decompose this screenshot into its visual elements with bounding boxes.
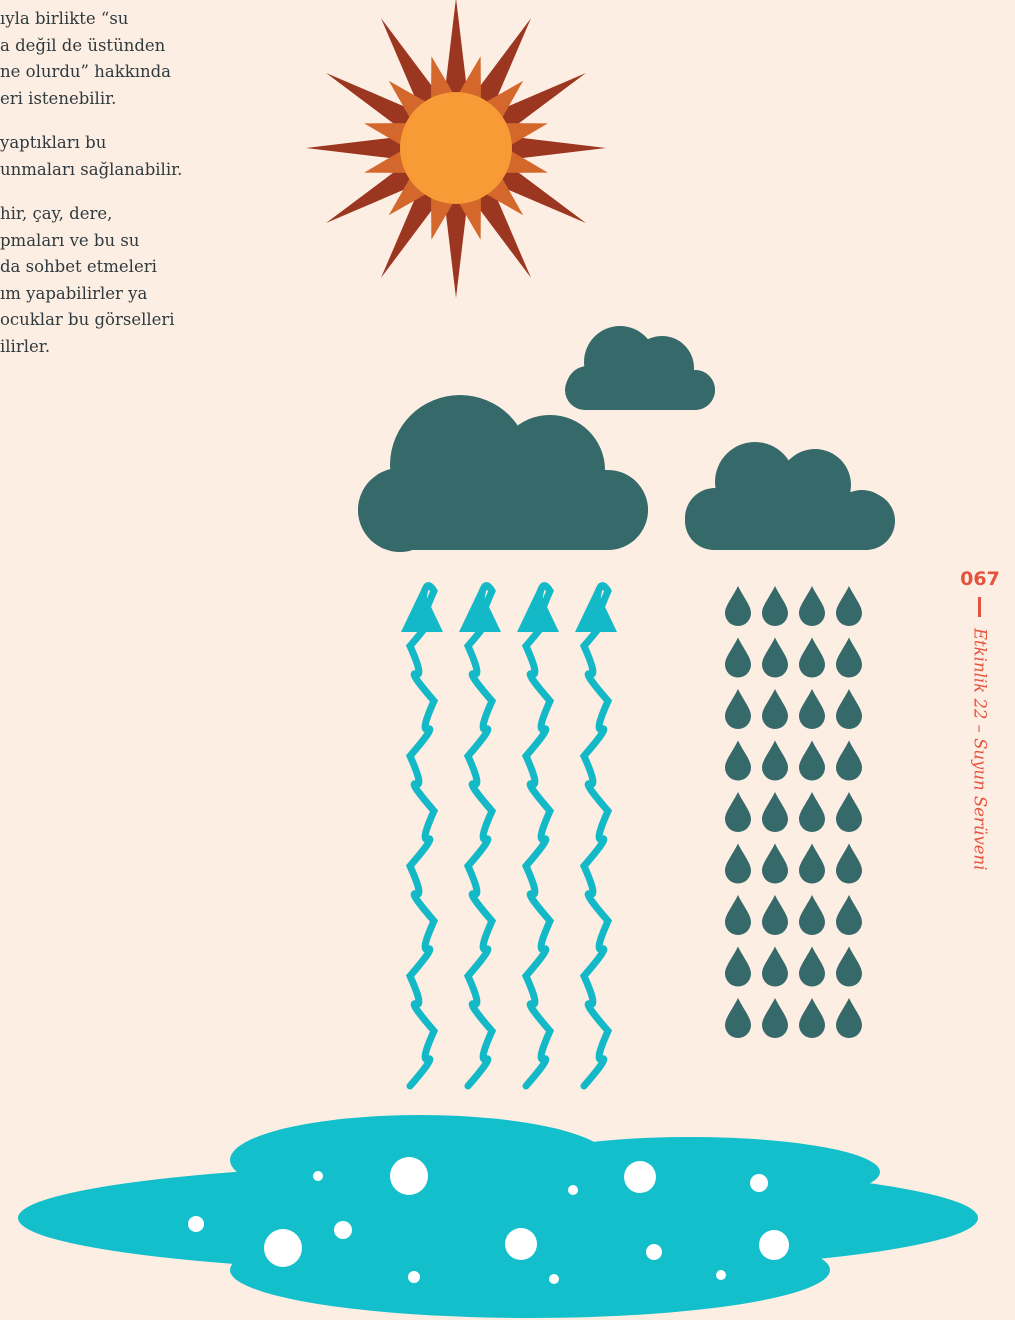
raindrop-icon — [725, 843, 751, 884]
section-title: Etkinlik 22 – Suyun Serüveni — [970, 628, 990, 871]
cloud-base — [358, 470, 648, 550]
cloud-base — [565, 370, 715, 410]
vapor-arrow-head — [459, 588, 501, 632]
pool-bubble — [313, 1171, 323, 1181]
cloud-base — [685, 492, 895, 550]
raindrop-icon — [836, 843, 862, 884]
raindrop-icon — [725, 689, 751, 729]
sun-icon — [306, 0, 606, 298]
cloud-right-icon — [685, 442, 895, 550]
vapor-arrow-stem — [405, 582, 439, 1090]
vapor-arrow-icon — [401, 582, 443, 1090]
raindrop-icon — [725, 946, 751, 987]
raindrop-icon — [762, 792, 788, 832]
raindrop-icon — [762, 689, 788, 729]
raindrop-icon — [799, 792, 825, 832]
raindrop-icon — [725, 998, 751, 1038]
clouds-group — [358, 326, 895, 552]
raindrop-icon — [799, 843, 825, 884]
raindrop-icon — [725, 586, 751, 626]
pool-bubble — [716, 1270, 726, 1280]
pool-bubble — [390, 1157, 428, 1195]
raindrop-icon — [836, 637, 862, 678]
raindrop-icon — [762, 895, 788, 935]
vapor-arrow-stem — [579, 582, 613, 1090]
raindrop-icon — [836, 895, 862, 935]
vapor-arrow-icon — [517, 582, 559, 1090]
raindrop-icon — [836, 998, 862, 1038]
pool-bubble — [646, 1244, 662, 1260]
raindrop-icon — [799, 740, 825, 781]
vapor-arrow-head — [517, 588, 559, 632]
raindrop-icon — [725, 637, 751, 678]
raindrop-icon — [836, 946, 862, 987]
vapor-arrows-group — [401, 582, 617, 1090]
raindrop-icon — [836, 586, 862, 626]
page-number: 067 — [960, 568, 1000, 590]
pool-bubble — [505, 1228, 537, 1260]
paragraph-1: ıyla birlikte “su a değil de üstünden ne… — [0, 9, 171, 108]
pool-bubble — [568, 1185, 578, 1195]
pool-bubble — [624, 1161, 656, 1193]
raindrop-icon — [725, 740, 751, 781]
raindrop-icon — [762, 637, 788, 678]
raindrop-icon — [762, 998, 788, 1038]
raindrop-icon — [836, 689, 862, 729]
raindrop-icon — [799, 586, 825, 626]
pool-bubble — [188, 1216, 204, 1232]
pool-bubble — [334, 1221, 352, 1239]
pool-bottom — [230, 1222, 830, 1318]
vapor-arrow-head — [575, 588, 617, 632]
raindrop-icon — [762, 740, 788, 781]
cloud-small-top-icon — [565, 326, 715, 410]
pool-bubble — [750, 1174, 768, 1192]
raindrop-icon — [836, 740, 862, 781]
raindrop-icon — [762, 843, 788, 884]
pool-bubble — [549, 1274, 559, 1284]
vapor-arrow-icon — [575, 582, 617, 1090]
raindrop-icon — [799, 946, 825, 987]
vapor-arrow-icon — [459, 582, 501, 1090]
instruction-text-block: ıyla birlikte “su a değil de üstünden ne… — [0, 6, 260, 378]
raindrop-icon — [725, 792, 751, 832]
pool-bubble — [408, 1271, 420, 1283]
raindrop-icon — [799, 637, 825, 678]
pool-bubble — [264, 1229, 302, 1267]
paragraph-2: yaptıkları bu unmaları sağlanabilir. — [0, 133, 183, 179]
raindrop-icon — [836, 792, 862, 832]
pool-bubble — [759, 1230, 789, 1260]
vapor-arrow-head — [401, 588, 443, 632]
raindrop-icon — [762, 586, 788, 626]
raindrop-icon — [762, 946, 788, 987]
water-pool-icon — [18, 1115, 978, 1318]
raindrop-icon — [799, 895, 825, 935]
raindrop-icon — [799, 689, 825, 729]
paragraph-3: hir, çay, dere, pmaları ve bu su da sohb… — [0, 204, 175, 356]
vapor-arrow-stem — [463, 582, 497, 1090]
cloud-large-icon — [358, 395, 648, 552]
raindrop-icon — [799, 998, 825, 1038]
sun-core — [400, 92, 512, 204]
raindrops-group — [725, 586, 862, 1038]
vapor-arrow-stem — [521, 582, 555, 1090]
page-divider — [978, 597, 981, 617]
raindrop-icon — [725, 895, 751, 935]
